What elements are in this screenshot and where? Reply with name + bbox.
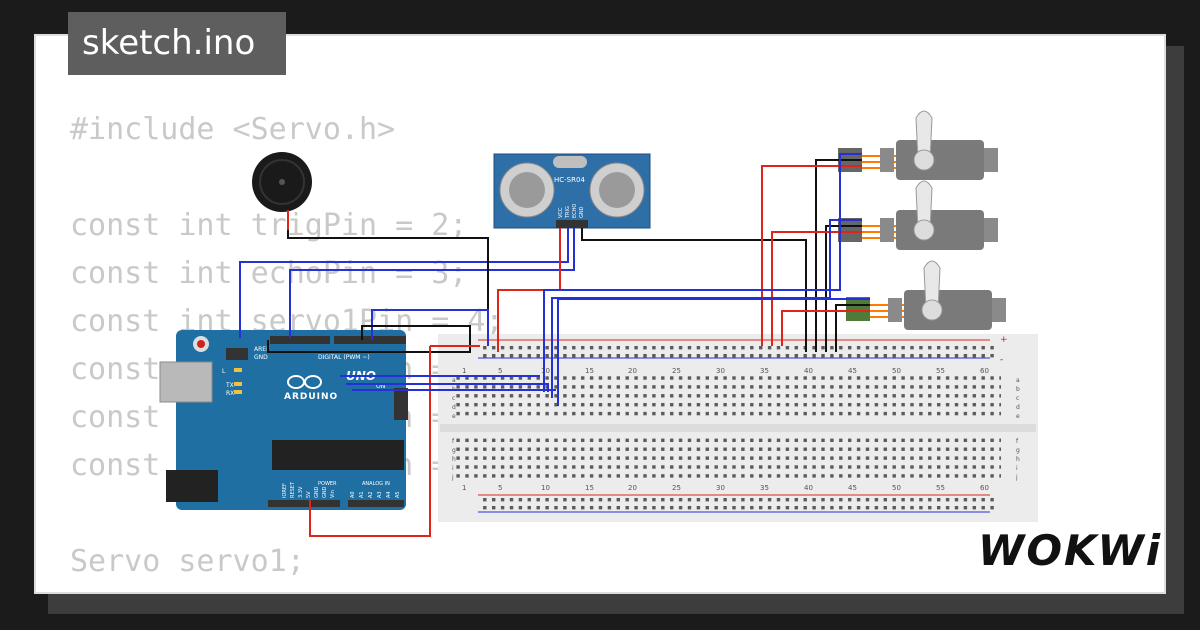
column-number-label: 5 xyxy=(498,484,502,492)
column-number-label: 1 xyxy=(462,367,466,375)
wires xyxy=(239,153,870,537)
column-number-label: 45 xyxy=(848,484,857,492)
row-letter-label: g xyxy=(1016,447,1020,454)
sensor-pin-label: TRIG xyxy=(565,206,571,219)
column-number-label: 60 xyxy=(980,484,989,492)
code-line: const int trigPin = 2; xyxy=(70,208,468,243)
row-letter-label: i xyxy=(1016,465,1018,472)
row-letter-label: c xyxy=(452,395,455,402)
column-number-label: 55 xyxy=(936,484,945,492)
analog-pin-label: A2 xyxy=(368,491,374,498)
column-number-label: 10 xyxy=(541,367,550,375)
sensor-pin-label: VCC xyxy=(558,207,564,218)
rail-plus-label: + xyxy=(1000,335,1008,345)
analog-pin-label: A0 xyxy=(350,491,356,498)
power-pin-label: 3.3V xyxy=(298,486,304,498)
row-letter-label: j xyxy=(1015,474,1018,481)
row-letter-label: j xyxy=(451,474,454,481)
column-number-label: 15 xyxy=(585,484,594,492)
sensor-model-label: HC-SR04 xyxy=(554,176,585,184)
power-label: POWER xyxy=(318,481,337,487)
analog-pin-label: A3 xyxy=(377,491,383,498)
power-pin-label: Vin xyxy=(330,490,336,498)
aref-label: AREF xyxy=(254,346,270,353)
row-letter-label: f xyxy=(452,438,455,445)
led-l-label: L xyxy=(222,368,226,375)
column-number-label: 60 xyxy=(980,367,989,375)
power-pin-label: RESET xyxy=(290,481,296,498)
column-number-label: 20 xyxy=(628,484,637,492)
column-number-label: 45 xyxy=(848,367,857,375)
column-number-label: 5 xyxy=(498,367,502,375)
on-label: ON xyxy=(376,383,385,390)
column-number-label: 40 xyxy=(804,484,813,492)
row-letter-label: d xyxy=(1016,404,1020,411)
analog-label: ANALOG IN xyxy=(362,481,390,487)
column-number-label: 30 xyxy=(716,367,725,375)
code-line: #include <Servo.h> xyxy=(70,112,396,147)
row-letter-label: g xyxy=(452,447,456,454)
row-letter-label: f xyxy=(1016,438,1019,445)
analog-pin-label: A1 xyxy=(359,491,365,498)
code-line: Servo servo1; xyxy=(70,544,305,579)
row-letter-label: a xyxy=(1016,377,1020,384)
wokwi-logo: WOKWi xyxy=(978,526,1163,575)
row-letter-label: a xyxy=(452,377,456,384)
column-number-label: 20 xyxy=(628,367,637,375)
power-pin-label: GND xyxy=(314,486,320,498)
column-number-label: 35 xyxy=(760,484,769,492)
digital-label: DIGITAL (PWM ~) xyxy=(318,354,370,361)
buzzer[interactable] xyxy=(252,152,312,230)
column-number-label: 25 xyxy=(672,367,681,375)
row-letter-label: i xyxy=(452,465,454,472)
servo-2[interactable] xyxy=(838,180,998,250)
analog-pin-label: A4 xyxy=(386,491,392,498)
tx-label: TX xyxy=(225,382,234,389)
power-pin-label: GND xyxy=(322,486,328,498)
column-number-label: 30 xyxy=(716,484,725,492)
row-letter-label: c xyxy=(1016,395,1019,402)
column-number-label: 50 xyxy=(892,484,901,492)
power-pin-label: IOREF xyxy=(282,483,288,498)
row-letter-label: e xyxy=(452,413,456,420)
file-tab[interactable]: sketch.ino xyxy=(68,12,286,75)
sensor-pin-label: ECHO xyxy=(572,204,578,218)
arduino-logo-icon xyxy=(287,375,322,389)
column-number-label: 15 xyxy=(585,367,594,375)
arduino-brand-label: ARDUINO xyxy=(284,392,338,402)
row-letter-label: d xyxy=(452,404,456,411)
row-letter-label: e xyxy=(1016,413,1020,420)
power-pin-label: 5V xyxy=(306,491,312,498)
row-letter-label: h xyxy=(1016,456,1020,463)
column-number-label: 25 xyxy=(672,484,681,492)
servo-1[interactable] xyxy=(838,110,998,180)
column-number-label: 50 xyxy=(892,367,901,375)
sensor-pin-label: GND xyxy=(579,206,585,218)
column-number-label: 55 xyxy=(936,367,945,375)
gnd-label: GND xyxy=(254,354,268,361)
rx-label: RX xyxy=(226,390,234,397)
row-letter-label: b xyxy=(1016,386,1020,393)
rail-minus-label: - xyxy=(1000,355,1003,365)
row-letter-label: h xyxy=(452,456,456,463)
column-number-label: 10 xyxy=(541,484,550,492)
analog-pin-label: A5 xyxy=(395,491,401,498)
column-number-label: 1 xyxy=(462,484,466,492)
arduino-uno[interactable]: AREF GND DIGITAL (PWM ~) L TX RX ON UNO … xyxy=(159,330,408,510)
servo-3[interactable] xyxy=(846,260,1006,330)
column-number-label: 35 xyxy=(760,367,769,375)
column-number-label: 40 xyxy=(804,367,813,375)
